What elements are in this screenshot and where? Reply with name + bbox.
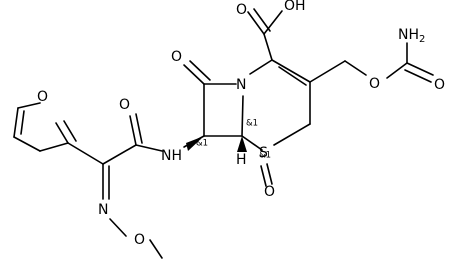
stereo-label-c6: &1 bbox=[246, 119, 258, 129]
bond-lines bbox=[13, 8, 434, 259]
ring-nitrogen-label: N bbox=[236, 77, 246, 93]
amide-nh-label: NH bbox=[161, 148, 182, 164]
amide-oxygen-label: O bbox=[119, 97, 130, 113]
lactam-oxygen-label: O bbox=[171, 49, 182, 65]
sulfur-label: S bbox=[259, 145, 268, 161]
amide-wedge bbox=[186, 136, 204, 151]
stereo-label-c7: &1 bbox=[196, 139, 208, 149]
hydroxyl-label: OH bbox=[284, 0, 306, 14]
bridgehead-hydrogen-label: H bbox=[236, 152, 247, 168]
hydrogen-wedge bbox=[237, 136, 247, 152]
carbamate-oxygen-label: O bbox=[434, 77, 445, 93]
stereo-wedges bbox=[186, 136, 247, 152]
ester-oxygen-label: O bbox=[369, 76, 380, 92]
stereo-label-s: &1 bbox=[259, 151, 271, 161]
furan-oxygen-label: O bbox=[37, 89, 48, 105]
atom-labels: OH O NH2 O O O N O O NH H S O N O bbox=[37, 0, 445, 248]
methoxy-oxygen-label: O bbox=[134, 232, 145, 248]
oxime-nitrogen-label: N bbox=[98, 202, 108, 218]
carboxyl-oxygen-label: O bbox=[236, 2, 247, 18]
amino-label: NH2 bbox=[398, 27, 425, 45]
sulfoxide-oxygen-label: O bbox=[264, 184, 275, 200]
stereo-descriptors: &1 &1 &1 bbox=[196, 119, 271, 161]
